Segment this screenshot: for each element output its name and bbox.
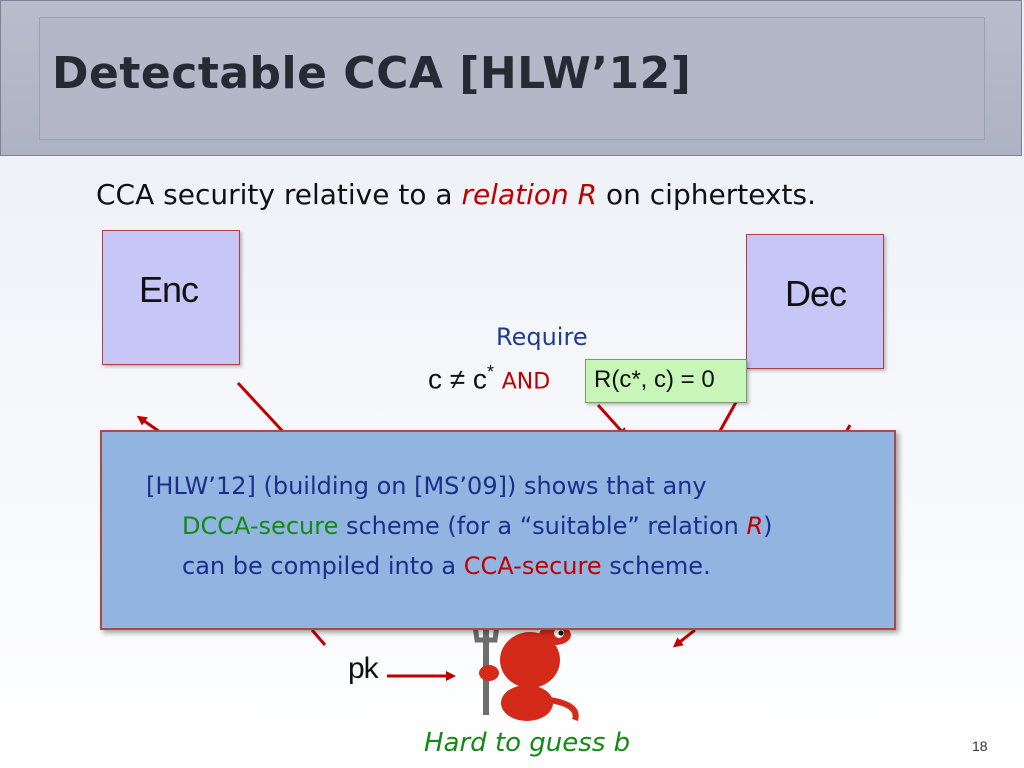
note-line-2-mid: scheme (for a “suitable” relation bbox=[338, 512, 747, 540]
dec-box: Dec bbox=[746, 234, 884, 369]
note-relation-r: R bbox=[746, 512, 764, 540]
dec-label: Dec bbox=[785, 273, 847, 314]
relation-box: R(c*, c) = 0 bbox=[585, 359, 747, 403]
arrow-lower-left bbox=[310, 629, 327, 646]
note-line-2-end: ) bbox=[763, 512, 773, 540]
bottom-caption: Hard to guess b bbox=[424, 728, 631, 758]
note-line-3-suffix: scheme. bbox=[601, 552, 711, 580]
subtitle-suffix: on ciphertexts. bbox=[597, 178, 816, 211]
enc-label: Enc bbox=[139, 269, 199, 310]
arrow-lower-right bbox=[672, 628, 696, 648]
condition-star: * bbox=[486, 362, 494, 382]
title-bar bbox=[0, 0, 1022, 156]
pk-label: pk bbox=[348, 652, 379, 685]
subtitle-relation: relation R bbox=[461, 178, 598, 211]
note-line-3: can be compiled into a CCA-secure scheme… bbox=[182, 552, 711, 580]
note-line-2: DCCA-secure scheme (for a “suitable” rel… bbox=[182, 512, 773, 540]
slide-subtitle: CCA security relative to a relation R on… bbox=[96, 178, 816, 211]
arrow-left-up bbox=[136, 415, 161, 434]
note-dcca: DCCA-secure bbox=[182, 512, 339, 540]
note-cca-secure: CCA-secure bbox=[463, 552, 602, 580]
require-label: Require bbox=[496, 323, 588, 351]
condition-lhs: c ≠ c bbox=[428, 363, 487, 395]
note-line-1: [HLW’12] (building on [MS’09]) shows tha… bbox=[146, 472, 707, 500]
slide-title: Detectable CCA [HLW’12] bbox=[52, 48, 692, 99]
note-line-3-prefix: can be compiled into a bbox=[182, 552, 464, 580]
condition-expression: c ≠ c* AND bbox=[428, 362, 550, 395]
condition-and: AND bbox=[501, 369, 551, 395]
subtitle-prefix: CCA security relative to a bbox=[96, 178, 462, 211]
note-box: [HLW’12] (building on [MS’09]) shows tha… bbox=[100, 430, 896, 630]
title-panel bbox=[39, 17, 985, 140]
adversary-devil-icon bbox=[472, 624, 579, 721]
enc-box: Enc bbox=[102, 230, 240, 365]
page-number: 18 bbox=[972, 738, 988, 754]
